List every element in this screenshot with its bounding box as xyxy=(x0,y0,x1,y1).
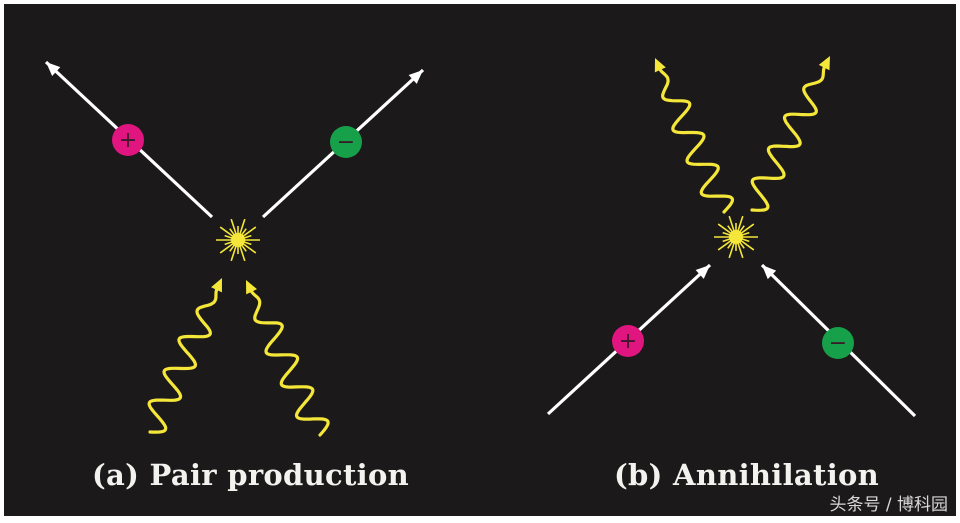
watermark: 头条号 / 博科园 xyxy=(829,495,948,515)
positron-track-b-arrowhead-icon xyxy=(695,265,710,279)
electron-b-sign-icon: − xyxy=(829,331,847,356)
electron-a-sign-icon: − xyxy=(337,130,355,155)
interaction-star-icon-a xyxy=(231,233,245,247)
photon-out-right-b xyxy=(750,65,827,212)
electron-b xyxy=(822,327,854,359)
interaction-star-icon-b xyxy=(729,230,743,244)
positron-a-sign-icon: + xyxy=(119,128,137,153)
positron-b xyxy=(612,325,644,357)
photon-in-left-a xyxy=(147,287,219,434)
electron-track-a-arrowhead-icon xyxy=(408,70,423,84)
positron-a xyxy=(112,124,144,156)
electron-a xyxy=(330,126,362,158)
caption-pair-production: (a) Pair production xyxy=(92,458,409,492)
photon-out-left-b-arrowhead-icon xyxy=(654,58,666,73)
photon-out-right-b-arrowhead-icon xyxy=(818,56,830,71)
caption-annihilation: (b) Annihilation xyxy=(614,458,880,492)
photon-out-left-b xyxy=(658,67,735,214)
positron-b-sign-icon: + xyxy=(619,329,637,354)
electron-track-b-arrowhead-icon xyxy=(762,265,777,280)
photon-in-right-a-arrowhead-icon xyxy=(246,280,258,295)
photon-in-right-a xyxy=(249,289,330,437)
photon-in-left-a-arrowhead-icon xyxy=(211,278,222,293)
positron-track-a-arrowhead-icon xyxy=(46,62,61,76)
